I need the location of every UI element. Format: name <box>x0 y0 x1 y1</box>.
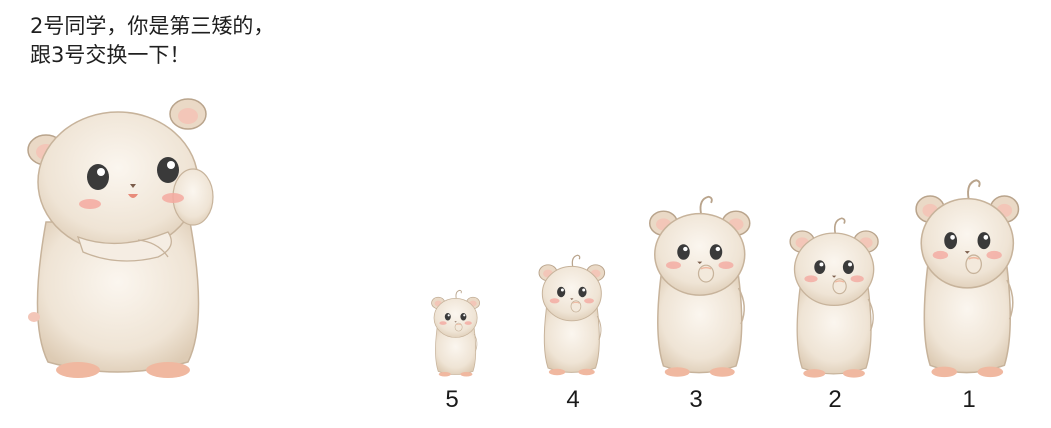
label-1: 1 <box>962 386 976 413</box>
label-5: 5 <box>445 386 459 413</box>
hamster-5 <box>425 288 485 380</box>
speech-line-1: 2号同学，你是第三矮的， <box>30 14 275 38</box>
label-3: 3 <box>689 386 703 413</box>
hamster-1 <box>902 175 1030 385</box>
label-2: 2 <box>828 386 842 413</box>
big-hamster-illustration <box>18 92 218 392</box>
hamster-4 <box>530 252 612 380</box>
speech-text: 2号同学，你是第三矮的， 跟3号交换一下！ <box>30 12 274 70</box>
hamster-3 <box>636 192 761 384</box>
label-4: 4 <box>566 386 580 413</box>
hamster-2 <box>778 214 888 384</box>
speech-line-2: 跟3号交换一下！ <box>30 43 191 67</box>
